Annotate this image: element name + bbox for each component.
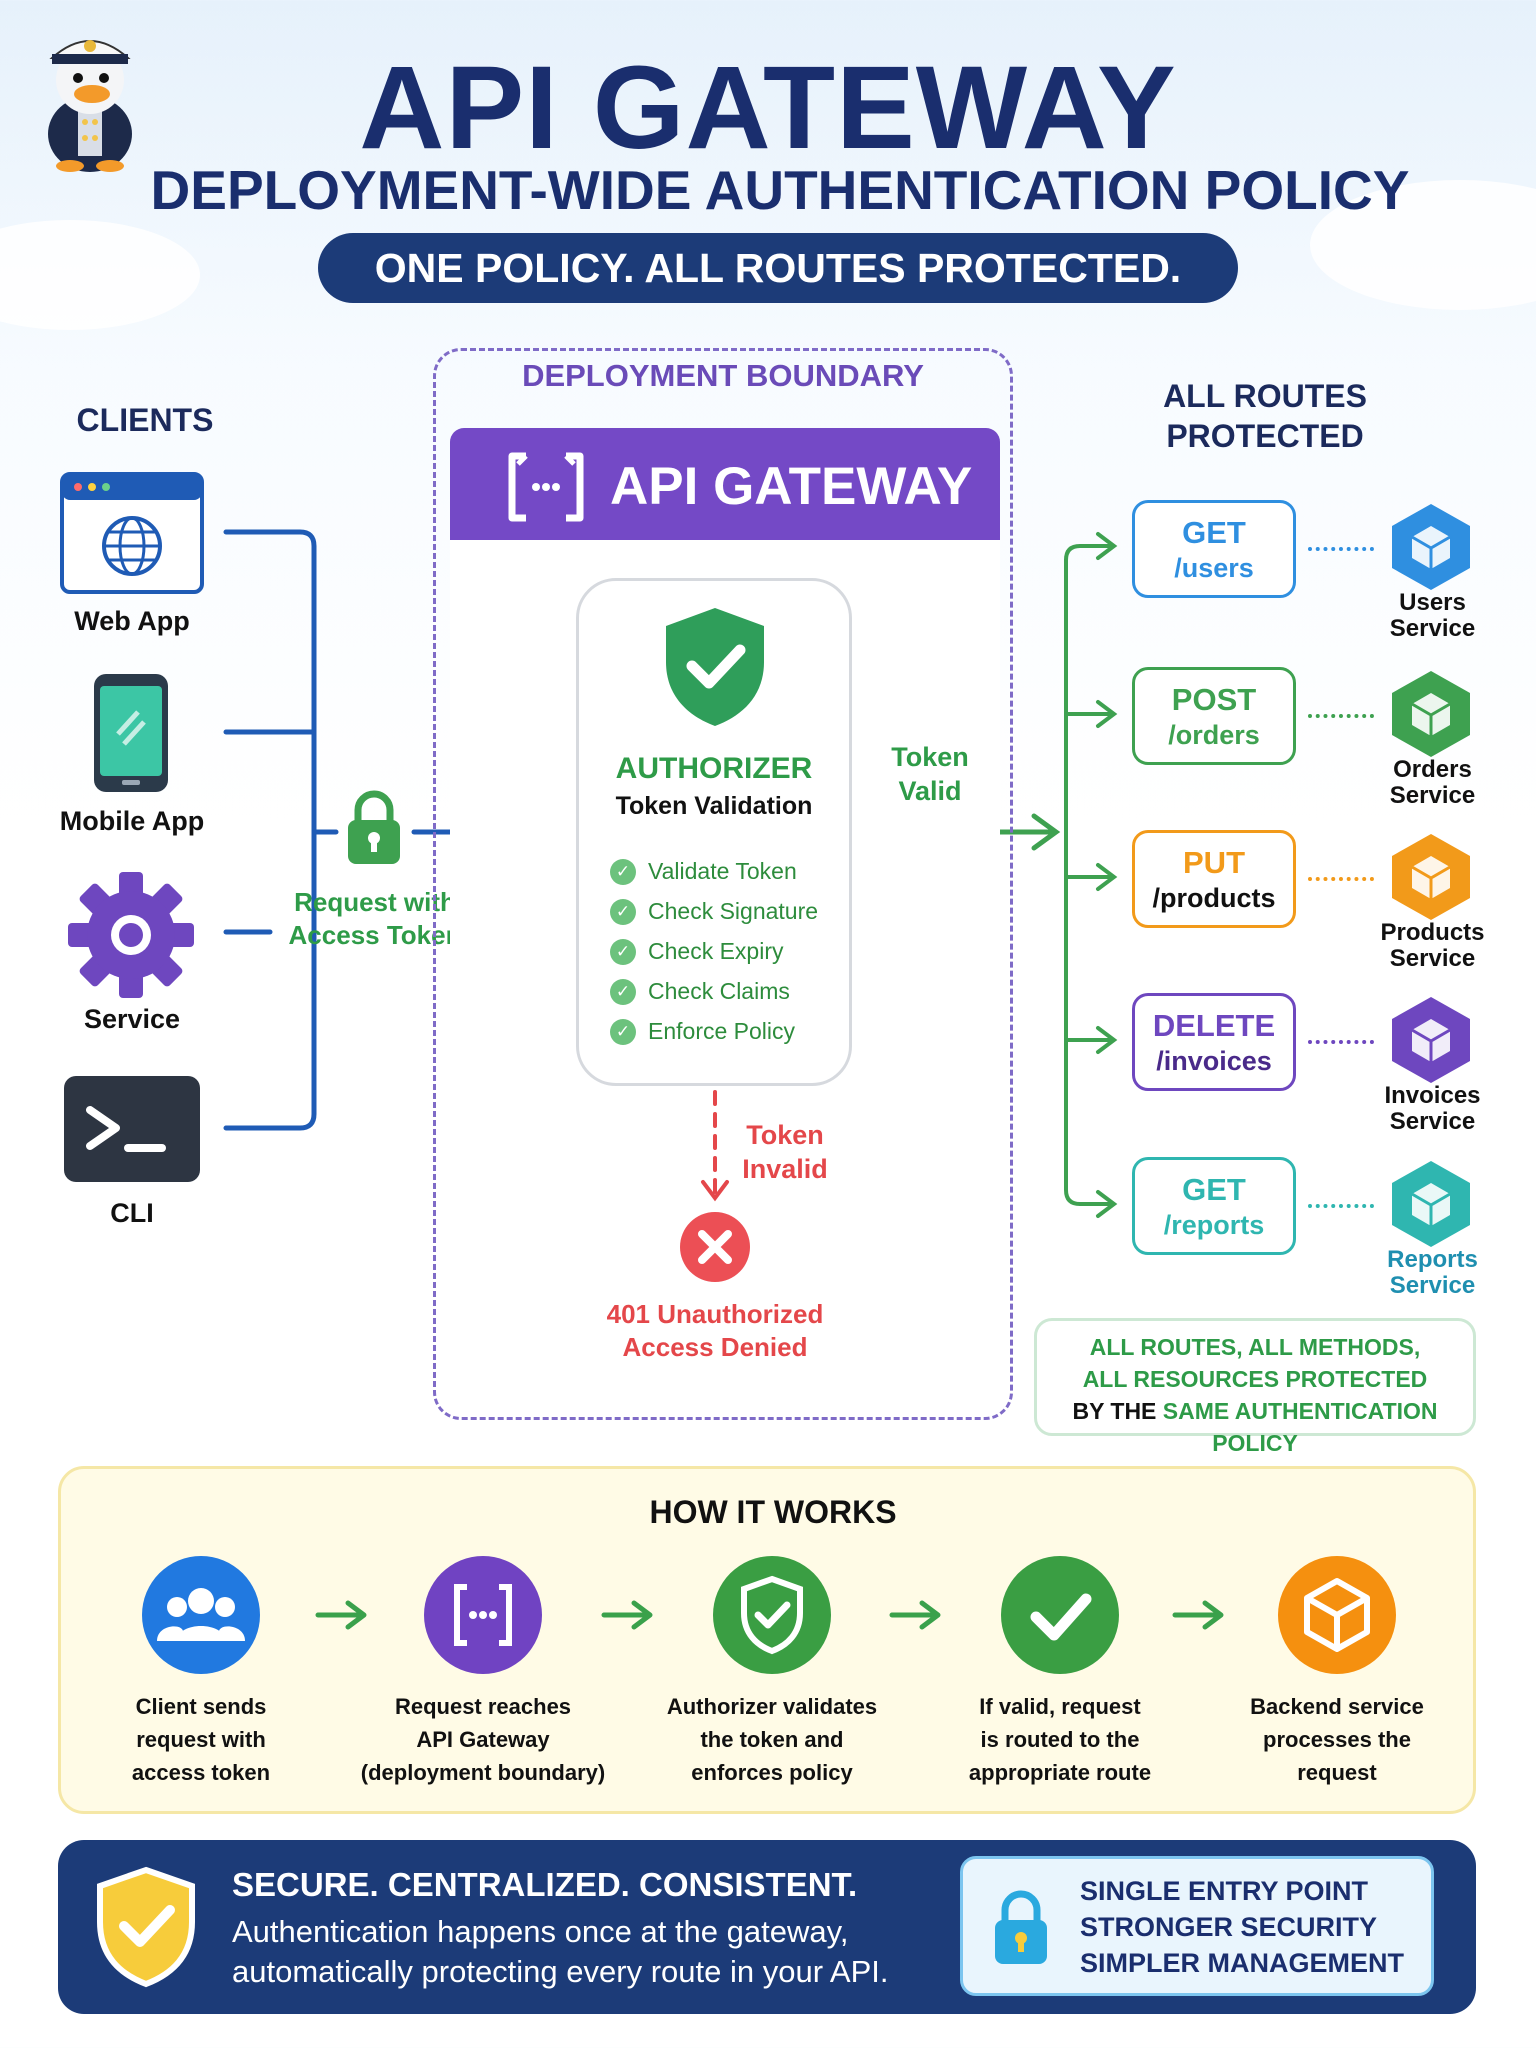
mobile-phone-icon bbox=[94, 674, 168, 792]
lock-icon bbox=[995, 1890, 1047, 1964]
check-item: ✓Check Expiry bbox=[610, 938, 783, 965]
route-path: /orders bbox=[1168, 720, 1260, 750]
benefit-item: SIMPLER MANAGEMENT bbox=[1080, 1948, 1404, 1978]
check-icon: ✓ bbox=[610, 858, 636, 885]
api-gateway-icon bbox=[508, 452, 584, 522]
step-arrow-icon bbox=[1172, 1600, 1223, 1630]
route-box: GET/users bbox=[1132, 500, 1296, 598]
error-x-icon bbox=[680, 1212, 750, 1282]
route-method: DELETE bbox=[1152, 1008, 1276, 1043]
route-connector bbox=[1308, 547, 1374, 551]
check-icon: ✓ bbox=[610, 978, 636, 1005]
route-connector bbox=[1308, 877, 1374, 881]
api-gateway-icon bbox=[424, 1556, 542, 1674]
route-tree bbox=[1064, 532, 1118, 1218]
service-cube-icon bbox=[1392, 997, 1470, 1083]
check-item: ✓Enforce Policy bbox=[610, 1018, 795, 1045]
gear-icon bbox=[68, 872, 194, 998]
route-method: PUT bbox=[1183, 845, 1245, 880]
route-method: POST bbox=[1171, 682, 1257, 717]
duck-captain-mascot-icon bbox=[48, 40, 132, 172]
check-item: ✓Check Signature bbox=[610, 898, 818, 925]
route-box: POST/orders bbox=[1132, 667, 1296, 765]
footer-headline: SECURE. CENTRALIZED. CONSISTENT. bbox=[232, 1866, 858, 1903]
api-gateway-title: API GATEWAY bbox=[610, 457, 973, 516]
route-path: /invoices bbox=[1156, 1046, 1272, 1076]
step-arrow-icon bbox=[601, 1600, 652, 1630]
check-icon: ✓ bbox=[610, 938, 636, 965]
check-item: ✓Validate Token bbox=[610, 858, 797, 885]
authorizer-title: AUTHORIZER bbox=[615, 752, 813, 785]
service-cube-icon bbox=[1392, 504, 1470, 590]
route-box: PUT/products bbox=[1132, 830, 1296, 928]
shield-check-icon bbox=[666, 608, 764, 726]
cube-icon bbox=[1278, 1556, 1396, 1674]
browser-globe-icon bbox=[60, 472, 204, 594]
client-label-service: Service bbox=[83, 1004, 181, 1034]
client-bracket bbox=[223, 529, 339, 1131]
route-path: /users bbox=[1174, 553, 1254, 583]
route-method: GET bbox=[1182, 515, 1246, 550]
route-box: GET/reports bbox=[1132, 1157, 1296, 1255]
route-path: /reports bbox=[1163, 1210, 1265, 1240]
route-path: /products bbox=[1152, 883, 1276, 913]
checkmark-icon bbox=[1001, 1556, 1119, 1674]
check-icon: ✓ bbox=[610, 1018, 636, 1045]
page-title: API GATEWAY bbox=[359, 42, 1177, 174]
step-arrow-icon bbox=[889, 1600, 941, 1630]
token-invalid-arrow bbox=[701, 1090, 729, 1202]
users-icon bbox=[142, 1556, 260, 1674]
deployment-boundary bbox=[433, 348, 1013, 1420]
route-connector bbox=[1308, 714, 1374, 718]
route-connector bbox=[1308, 1204, 1374, 1208]
shield-check-icon bbox=[713, 1556, 831, 1674]
footer-text: automatically protecting every route in … bbox=[232, 1954, 889, 1989]
page-subtitle: DEPLOYMENT-WIDE AUTHENTICATION POLICY bbox=[150, 159, 1410, 221]
route-box: DELETE/invoices bbox=[1132, 993, 1296, 1091]
policy-note: ALL ROUTES, ALL METHODS, ALL RESOURCES P… bbox=[1034, 1318, 1476, 1456]
authorizer-subtitle: Token Validation bbox=[615, 792, 813, 820]
deployment-boundary-label: DEPLOYMENT BOUNDARY bbox=[522, 358, 924, 393]
shield-check-icon bbox=[97, 1866, 195, 1988]
how-it-works-title: HOW IT WORKS bbox=[649, 1494, 897, 1530]
service-cube-icon bbox=[1392, 1161, 1470, 1247]
client-label-cli: CLI bbox=[110, 1198, 154, 1228]
route-connector bbox=[1308, 1040, 1374, 1044]
api-gateway-header bbox=[450, 428, 1000, 540]
cloud-decoration bbox=[0, 220, 200, 330]
footer-text: Authentication happens once at the gatew… bbox=[232, 1914, 849, 1949]
cloud-decoration bbox=[1310, 180, 1536, 310]
lock-icon bbox=[348, 790, 400, 864]
terminal-icon bbox=[64, 1076, 200, 1182]
check-item: ✓Check Claims bbox=[610, 978, 790, 1005]
check-icon: ✓ bbox=[610, 898, 636, 925]
benefit-item: SINGLE ENTRY POINT bbox=[1080, 1876, 1369, 1906]
service-cube-icon bbox=[1392, 671, 1470, 757]
client-label-mobile-app: Mobile App bbox=[59, 806, 205, 836]
client-label-web-app: Web App bbox=[74, 606, 190, 636]
route-method: GET bbox=[1182, 1172, 1246, 1207]
tagline-banner: ONE POLICY. ALL ROUTES PROTECTED. bbox=[318, 233, 1238, 303]
benefit-item: STRONGER SECURITY bbox=[1080, 1912, 1378, 1942]
clients-heading: CLIENTS bbox=[76, 402, 214, 438]
service-cube-icon bbox=[1392, 834, 1470, 920]
step-arrow-icon bbox=[315, 1600, 367, 1630]
